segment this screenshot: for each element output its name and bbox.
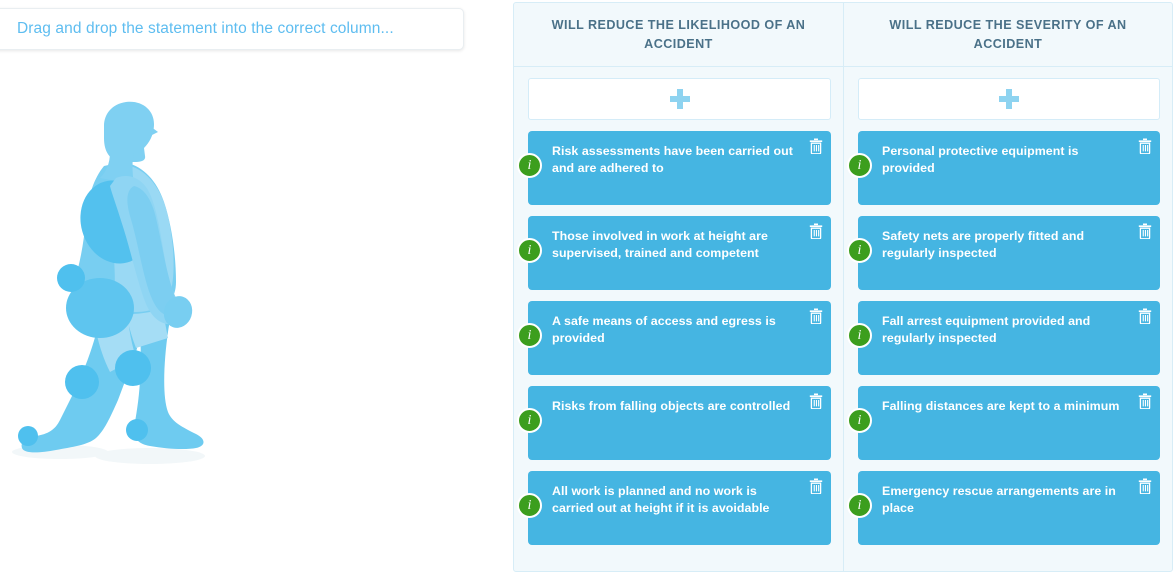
column-body-severity[interactable]: i Personal protective equipment is provi… <box>844 67 1172 571</box>
trash-icon[interactable] <box>1138 138 1152 154</box>
column-likelihood: Will reduce the likelihood of an acciden… <box>514 3 843 571</box>
statement-card[interactable]: i Personal protective equipment is provi… <box>847 131 1160 205</box>
info-badge[interactable]: i <box>517 323 542 348</box>
trash-icon[interactable] <box>809 223 823 239</box>
info-badge[interactable]: i <box>847 238 872 263</box>
add-statement-slot-severity[interactable] <box>858 78 1160 120</box>
info-badge[interactable]: i <box>517 238 542 263</box>
info-badge[interactable]: i <box>847 323 872 348</box>
statement-text: Risk assessments have been carried out a… <box>552 144 793 175</box>
statement-text: Risks from falling objects are controlle… <box>552 399 791 413</box>
column-severity: Will reduce the severity of an accident … <box>843 3 1172 571</box>
statement-card[interactable]: i Those involved in work at height are s… <box>517 216 831 290</box>
statement-card[interactable]: i All work is planned and no work is car… <box>517 471 831 545</box>
trash-icon[interactable] <box>809 393 823 409</box>
column-body-likelihood[interactable]: i Risk assessments have been carried out… <box>514 67 843 571</box>
column-header-likelihood: Will reduce the likelihood of an acciden… <box>514 3 843 67</box>
human-body-illustration <box>0 60 500 500</box>
statement-card[interactable]: i Safety nets are properly fitted and re… <box>847 216 1160 290</box>
statement-text: Those involved in work at height are sup… <box>552 229 768 260</box>
trash-icon[interactable] <box>809 478 823 494</box>
column-header-severity: Will reduce the severity of an accident <box>844 3 1172 67</box>
trash-icon[interactable] <box>809 138 823 154</box>
plus-icon <box>669 89 690 109</box>
statement-card[interactable]: i Risk assessments have been carried out… <box>517 131 831 205</box>
drag-drop-board: Will reduce the likelihood of an acciden… <box>513 2 1173 572</box>
trash-icon[interactable] <box>1138 393 1152 409</box>
statement-card[interactable]: i A safe means of access and egress is p… <box>517 301 831 375</box>
info-badge[interactable]: i <box>517 153 542 178</box>
trash-icon[interactable] <box>1138 308 1152 324</box>
add-statement-slot-likelihood[interactable] <box>528 78 831 120</box>
trash-icon[interactable] <box>1138 223 1152 239</box>
trash-icon[interactable] <box>1138 478 1152 494</box>
statement-text: All work is planned and no work is carri… <box>552 484 770 515</box>
statement-text: Personal protective equipment is provide… <box>882 144 1079 175</box>
instruction-banner: Drag and drop the statement into the cor… <box>0 8 464 50</box>
statement-text: Safety nets are properly fitted and regu… <box>882 229 1085 260</box>
info-badge[interactable]: i <box>847 153 872 178</box>
statement-text: Emergency rescue arrangements are in pla… <box>882 484 1116 515</box>
instruction-text: Drag and drop the statement into the cor… <box>17 20 394 37</box>
info-badge[interactable]: i <box>847 408 872 433</box>
statement-text: Fall arrest equipment provided and regul… <box>882 314 1091 345</box>
info-badge[interactable]: i <box>517 408 542 433</box>
statement-card[interactable]: i Fall arrest equipment provided and reg… <box>847 301 1160 375</box>
info-badge[interactable]: i <box>517 493 542 518</box>
statement-card[interactable]: i Falling distances are kept to a minimu… <box>847 386 1160 460</box>
plus-icon <box>999 89 1019 109</box>
trash-icon[interactable] <box>809 308 823 324</box>
human-body-figure-svg <box>12 101 205 464</box>
statement-card[interactable]: i Emergency rescue arrangements are in p… <box>847 471 1160 545</box>
info-badge[interactable]: i <box>847 493 872 518</box>
left-pane: Drag and drop the statement into the cor… <box>0 0 500 574</box>
statement-text: A safe means of access and egress is pro… <box>552 314 776 345</box>
statement-text: Falling distances are kept to a minimum <box>882 399 1120 413</box>
statement-card[interactable]: i Risks from falling objects are control… <box>517 386 831 460</box>
